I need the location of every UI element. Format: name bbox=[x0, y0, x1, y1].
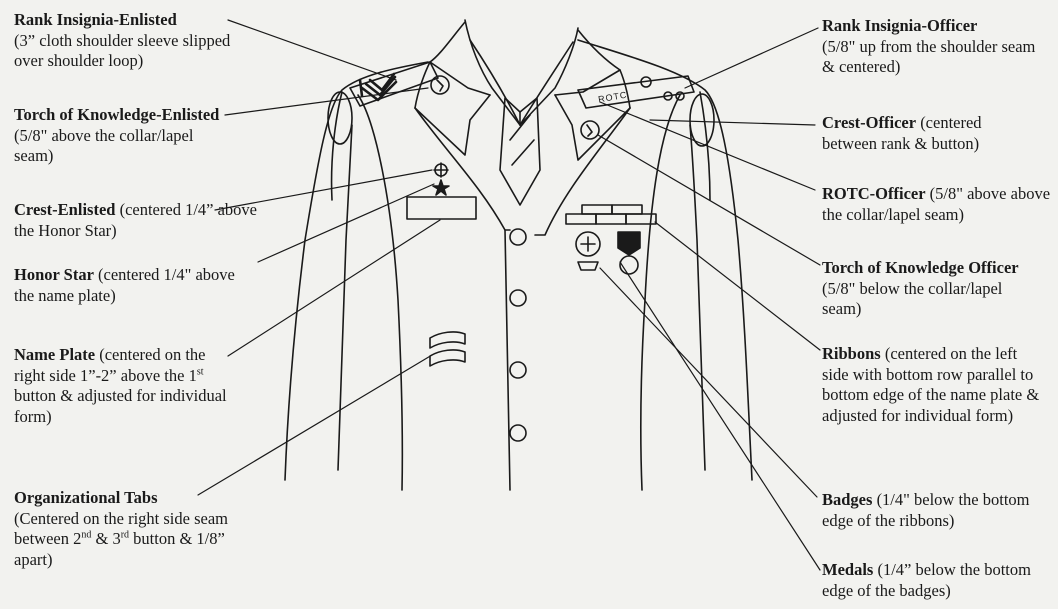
collars-lapels bbox=[414, 19, 631, 491]
jacket-outline bbox=[284, 39, 753, 491]
label-torch-of-knowledge-officer: Torch of Knowledge Officer (5/8" below t… bbox=[822, 258, 1019, 318]
crest-enlisted bbox=[433, 162, 449, 178]
ribbons bbox=[565, 204, 657, 225]
rank-insignia-enlisted-chevrons bbox=[358, 72, 398, 102]
medal bbox=[617, 231, 641, 275]
label-organizational-tabs: Organizational Tabs (Centered on the rig… bbox=[14, 488, 228, 569]
rank-insignia-officer bbox=[640, 76, 685, 101]
label-honor-star: Honor Star (centered 1/4" above the name… bbox=[14, 265, 235, 305]
label-medals: Medals (1/4” below the bottom edge of th… bbox=[822, 560, 1031, 600]
label-rank-insignia-enlisted: Rank Insignia-Enlisted (3” cloth shoulde… bbox=[14, 10, 231, 70]
label-rank-insignia-officer: Rank Insignia-Officer (5/8" up from the … bbox=[822, 16, 1036, 76]
organizational-tabs bbox=[429, 331, 466, 367]
label-torch-of-knowledge-enlisted: Torch of Knowledge-Enlisted (5/8" above … bbox=[14, 105, 220, 165]
label-rotc-officer: ROTC-Officer (5/8" above above the colla… bbox=[822, 184, 1051, 224]
leader-lines bbox=[197, 19, 821, 571]
name-plate bbox=[406, 196, 477, 220]
badge bbox=[575, 231, 601, 271]
jacket-buttons bbox=[509, 228, 527, 442]
label-crest-enlisted: Crest-Enlisted (centered 1/4” above the … bbox=[14, 200, 258, 240]
label-name-plate: Name Plate (centered on the right side 1… bbox=[14, 345, 227, 426]
label-crest-officer: Crest-Officer (centered between rank & b… bbox=[822, 113, 982, 153]
label-ribbons: Ribbons (centered on the left side with … bbox=[822, 344, 1040, 425]
honor-star bbox=[432, 179, 450, 196]
collar-disks bbox=[430, 75, 600, 140]
shoulder-caps bbox=[327, 91, 715, 147]
label-badges: Badges (1/4" below the bottom edge of th… bbox=[822, 490, 1030, 530]
